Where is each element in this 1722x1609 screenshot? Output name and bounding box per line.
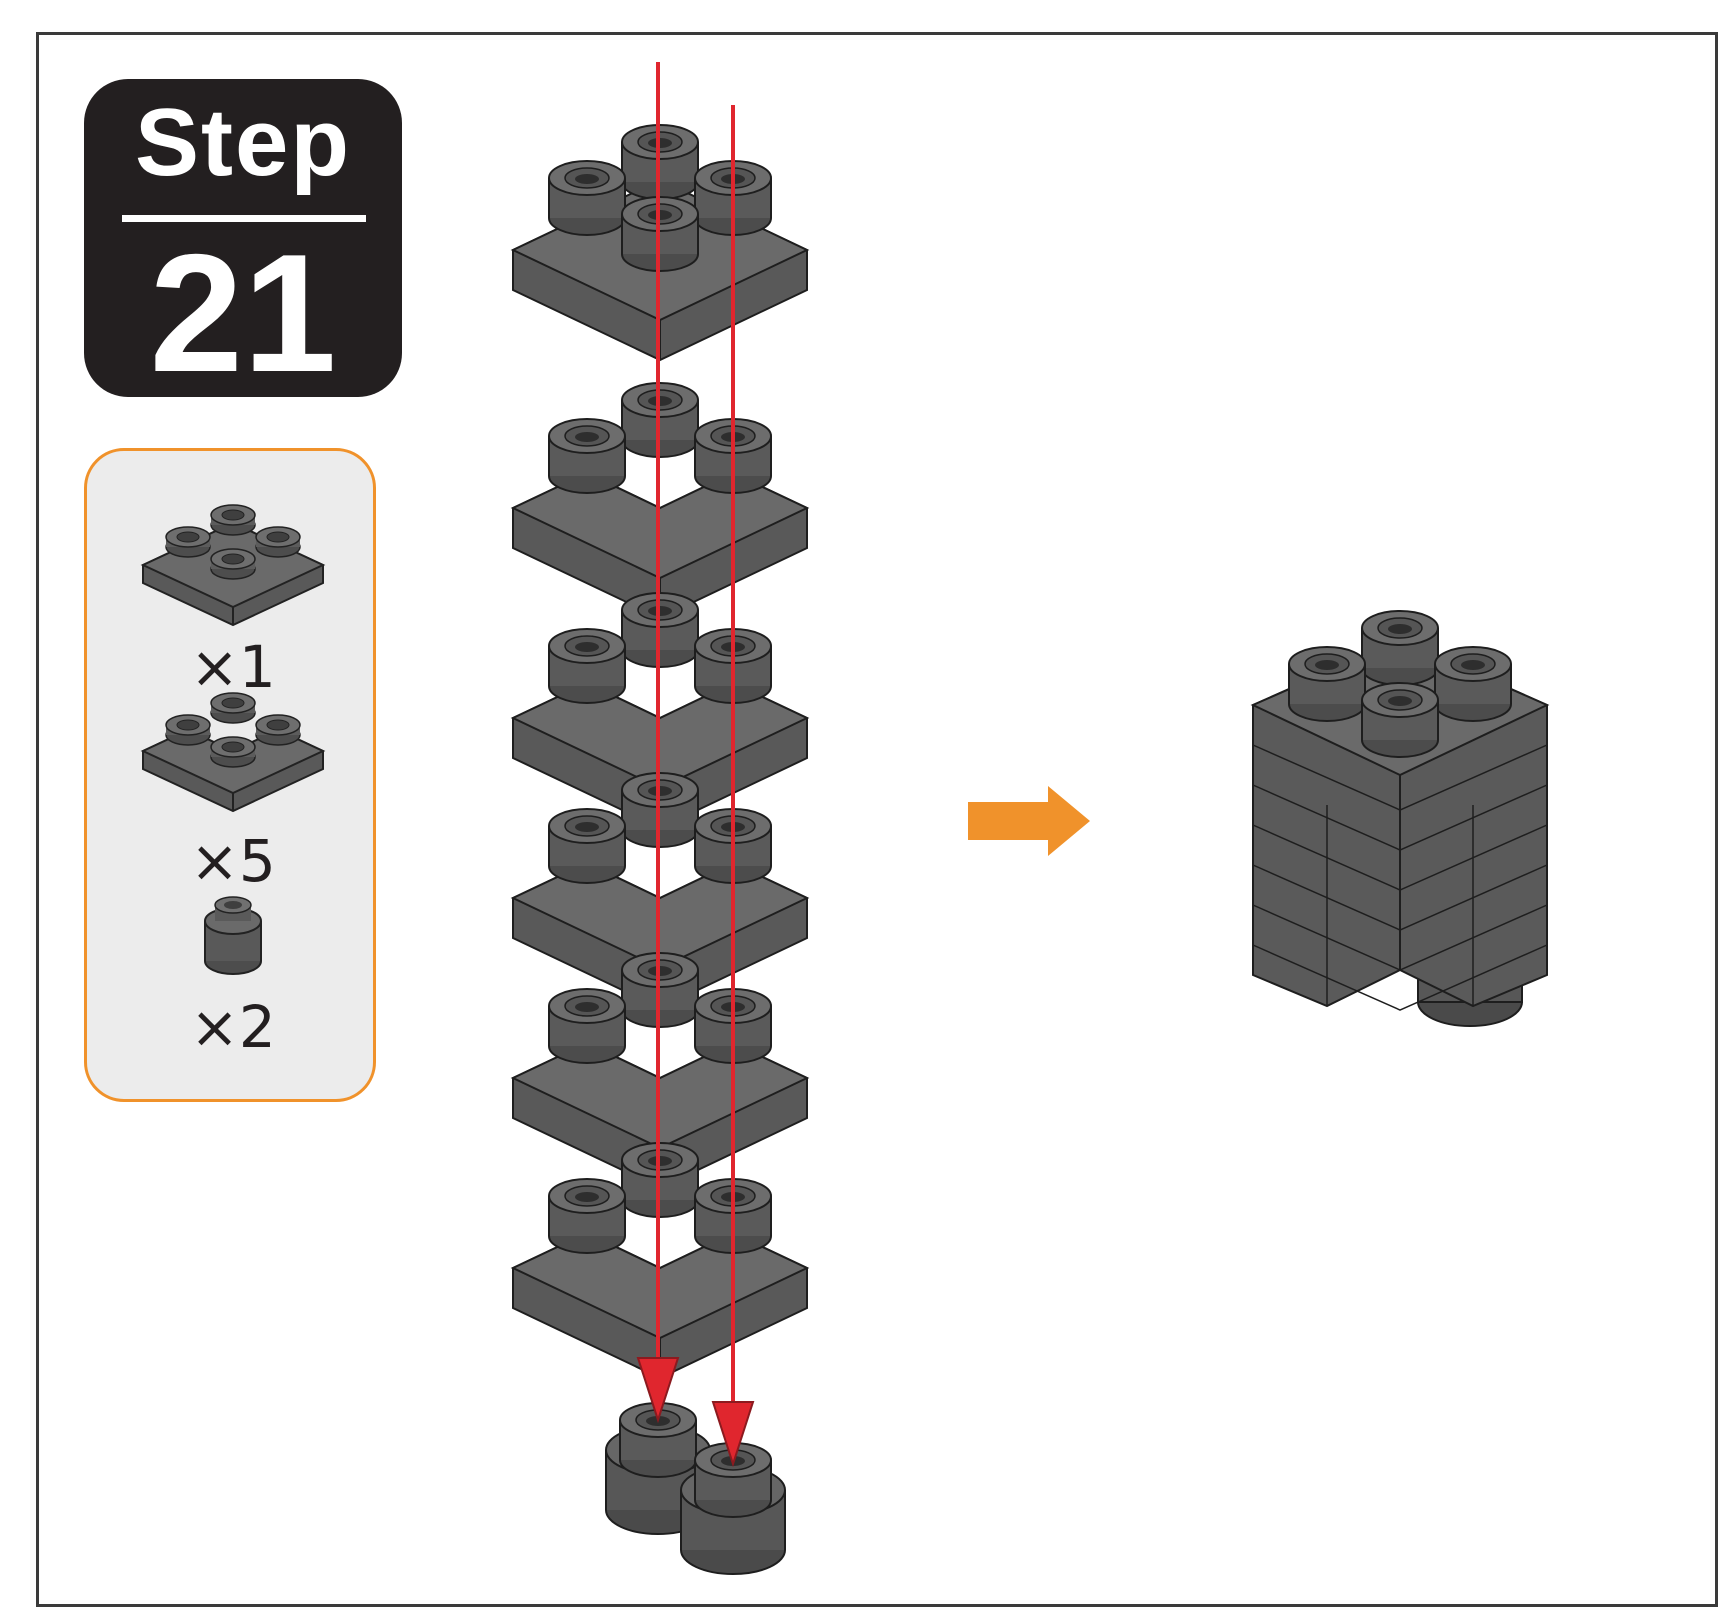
2x2-plate-icon [140, 504, 326, 627]
orange-result-arrow-icon [968, 786, 1090, 856]
step-divider [122, 215, 366, 222]
step-number: 21 [149, 219, 337, 407]
part-quantity: ×5 [190, 827, 276, 895]
part-quantity: ×1 [190, 633, 276, 701]
page-frame [36, 32, 1718, 1607]
corner-plate-icon [140, 692, 326, 813]
parts-list-panel: ×1 ×5 ×2 [84, 448, 376, 1102]
step-badge: Step 21 [84, 79, 402, 397]
step-label: Step [134, 89, 352, 196]
assembled-result [1250, 610, 1550, 1027]
part-quantity: ×2 [190, 993, 276, 1061]
parts-icons [140, 504, 326, 975]
red-guide-arrow-icon [636, 62, 755, 1468]
round-brick-icon [204, 896, 262, 975]
